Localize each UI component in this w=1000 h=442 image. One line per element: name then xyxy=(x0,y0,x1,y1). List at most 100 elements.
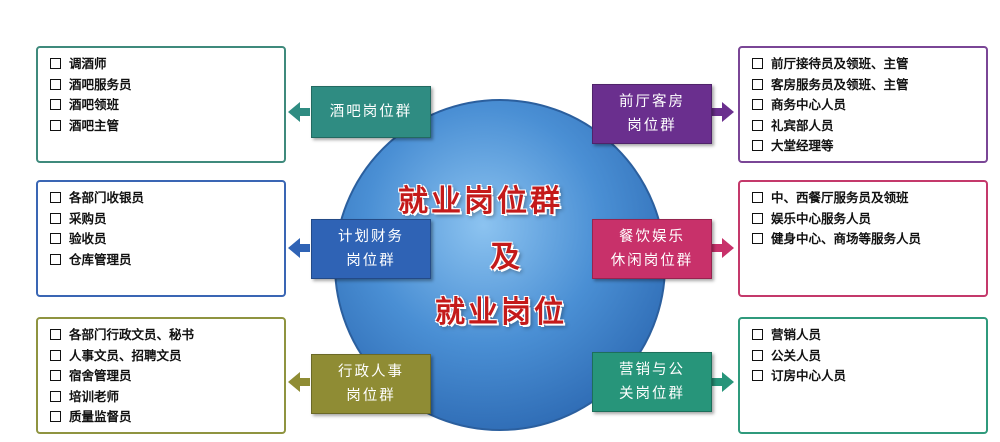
list-item: 前厅接待员及领班、主管 xyxy=(752,54,976,75)
list-item-text: 仓库管理员 xyxy=(69,251,132,267)
list-item: 营销人员 xyxy=(752,325,976,346)
checkbox-icon xyxy=(752,99,763,110)
checkbox-icon xyxy=(50,253,61,265)
group-label-text: 行政人事 xyxy=(338,364,404,380)
list-item-text: 酒吧服务员 xyxy=(69,76,132,92)
checkbox-icon xyxy=(50,329,61,340)
checkbox-icon xyxy=(50,370,61,381)
group-label-text: 岗位群 xyxy=(346,388,396,404)
checkbox-icon xyxy=(50,390,61,402)
group-list-admin: 各部门行政文员、秘书人事文员、招聘文员宿舍管理员培训老师质量监督员 xyxy=(50,325,274,428)
list-item: 仓库管理员 xyxy=(50,250,274,271)
group-list-bar: 调酒师酒吧服务员酒吧领班酒吧主管 xyxy=(50,54,274,136)
checkbox-icon xyxy=(752,370,763,381)
list-item-text: 各部门行政文员、秘书 xyxy=(69,327,195,342)
arrow-finance xyxy=(288,238,310,258)
group-label-text: 计划财务 xyxy=(338,229,404,245)
group-label-text: 餐饮娱乐 xyxy=(619,229,685,245)
group-label-front: 前厅客房岗位群 xyxy=(592,84,712,144)
group-list-finance: 各部门收银员采购员验收员仓库管理员 xyxy=(50,188,274,270)
checkbox-icon xyxy=(50,349,61,361)
list-item: 酒吧服务员 xyxy=(50,75,274,96)
list-item: 健身中心、商场等服务人员 xyxy=(752,229,976,250)
list-item: 调酒师 xyxy=(50,54,274,75)
list-item: 礼宾部人员 xyxy=(752,116,976,137)
group-label-text: 营销与公 xyxy=(619,362,685,378)
list-item-text: 娱乐中心服务人员 xyxy=(771,210,872,226)
list-item-text: 采购员 xyxy=(69,210,107,226)
checkbox-icon xyxy=(752,233,763,244)
checkbox-icon xyxy=(752,192,763,203)
checkbox-icon xyxy=(752,349,763,361)
arrow-marketing xyxy=(712,372,734,392)
list-item-text: 营销人员 xyxy=(771,327,822,342)
checkbox-icon xyxy=(50,58,61,69)
list-item: 商务中心人员 xyxy=(752,95,976,116)
list-item: 验收员 xyxy=(50,229,274,250)
list-item-text: 各部门收银员 xyxy=(69,190,145,205)
group-box-finance: 各部门收银员采购员验收员仓库管理员 xyxy=(36,180,286,297)
center-title-line2: 及 xyxy=(490,240,523,275)
list-item: 中、西餐厅服务员及领班 xyxy=(752,188,976,209)
list-item: 培训老师 xyxy=(50,387,274,408)
list-item: 宿舍管理员 xyxy=(50,366,274,387)
list-item-text: 人事文员、招聘文员 xyxy=(69,347,182,363)
checkbox-icon xyxy=(752,140,763,151)
list-item-text: 礼宾部人员 xyxy=(771,117,834,133)
list-item: 公关人员 xyxy=(752,346,976,367)
group-list-front: 前厅接待员及领班、主管客房服务员及领班、主管商务中心人员礼宾部人员大堂经理等 xyxy=(752,54,976,157)
group-label-text: 前厅客房 xyxy=(619,94,685,110)
list-item: 采购员 xyxy=(50,209,274,230)
list-item: 大堂经理等 xyxy=(752,136,976,157)
group-box-front: 前厅接待员及领班、主管客房服务员及领班、主管商务中心人员礼宾部人员大堂经理等 xyxy=(738,46,988,163)
list-item: 订房中心人员 xyxy=(752,366,976,387)
arrow-catering xyxy=(712,238,734,258)
list-item-text: 前厅接待员及领班、主管 xyxy=(771,56,909,71)
group-label-text: 关岗位群 xyxy=(619,386,685,402)
list-item: 酒吧领班 xyxy=(50,95,274,116)
list-item: 各部门收银员 xyxy=(50,188,274,209)
list-item-text: 公关人员 xyxy=(771,347,822,363)
center-title-line3: 就业岗位 xyxy=(435,295,567,330)
group-box-bar: 调酒师酒吧服务员酒吧领班酒吧主管 xyxy=(36,46,286,163)
list-item-text: 验收员 xyxy=(69,231,107,246)
list-item-text: 质量监督员 xyxy=(69,409,132,424)
checkbox-icon xyxy=(752,212,763,224)
checkbox-icon xyxy=(50,119,61,131)
list-item-text: 客房服务员及领班、主管 xyxy=(771,76,909,92)
list-item: 娱乐中心服务人员 xyxy=(752,209,976,230)
list-item-text: 大堂经理等 xyxy=(771,138,834,153)
list-item-text: 商务中心人员 xyxy=(771,97,847,112)
group-label-finance: 计划财务岗位群 xyxy=(311,219,431,279)
arrow-bar xyxy=(288,102,310,122)
list-item: 质量监督员 xyxy=(50,407,274,428)
checkbox-icon xyxy=(50,78,61,90)
list-item: 各部门行政文员、秘书 xyxy=(50,325,274,346)
group-box-marketing: 营销人员公关人员订房中心人员 xyxy=(738,317,988,434)
arrow-front xyxy=(712,102,734,122)
group-label-marketing: 营销与公关岗位群 xyxy=(592,352,712,412)
checkbox-icon xyxy=(752,58,763,69)
list-item: 人事文员、招聘文员 xyxy=(50,346,274,367)
checkbox-icon xyxy=(50,411,61,422)
checkbox-icon xyxy=(752,119,763,131)
checkbox-icon xyxy=(50,212,61,224)
group-label-text: 岗位群 xyxy=(627,118,677,134)
center-title-line1: 就业岗位群 xyxy=(398,184,563,219)
checkbox-icon xyxy=(752,329,763,340)
group-label-text: 岗位群 xyxy=(346,253,396,269)
list-item-text: 健身中心、商场等服务人员 xyxy=(771,231,922,246)
group-list-marketing: 营销人员公关人员订房中心人员 xyxy=(752,325,976,387)
group-label-text: 酒吧岗位群 xyxy=(329,104,413,120)
group-list-catering: 中、西餐厅服务员及领班娱乐中心服务人员健身中心、商场等服务人员 xyxy=(752,188,976,250)
list-item-text: 订房中心人员 xyxy=(771,368,847,383)
checkbox-icon xyxy=(50,233,61,244)
group-label-catering: 餐饮娱乐休闲岗位群 xyxy=(592,219,712,279)
arrow-admin xyxy=(288,372,310,392)
checkbox-icon xyxy=(50,192,61,203)
group-label-text: 休闲岗位群 xyxy=(610,253,694,269)
checkbox-icon xyxy=(50,99,61,110)
group-label-admin: 行政人事岗位群 xyxy=(311,354,431,414)
group-box-admin: 各部门行政文员、秘书人事文员、招聘文员宿舍管理员培训老师质量监督员 xyxy=(36,317,286,434)
group-label-bar: 酒吧岗位群 xyxy=(311,86,431,138)
